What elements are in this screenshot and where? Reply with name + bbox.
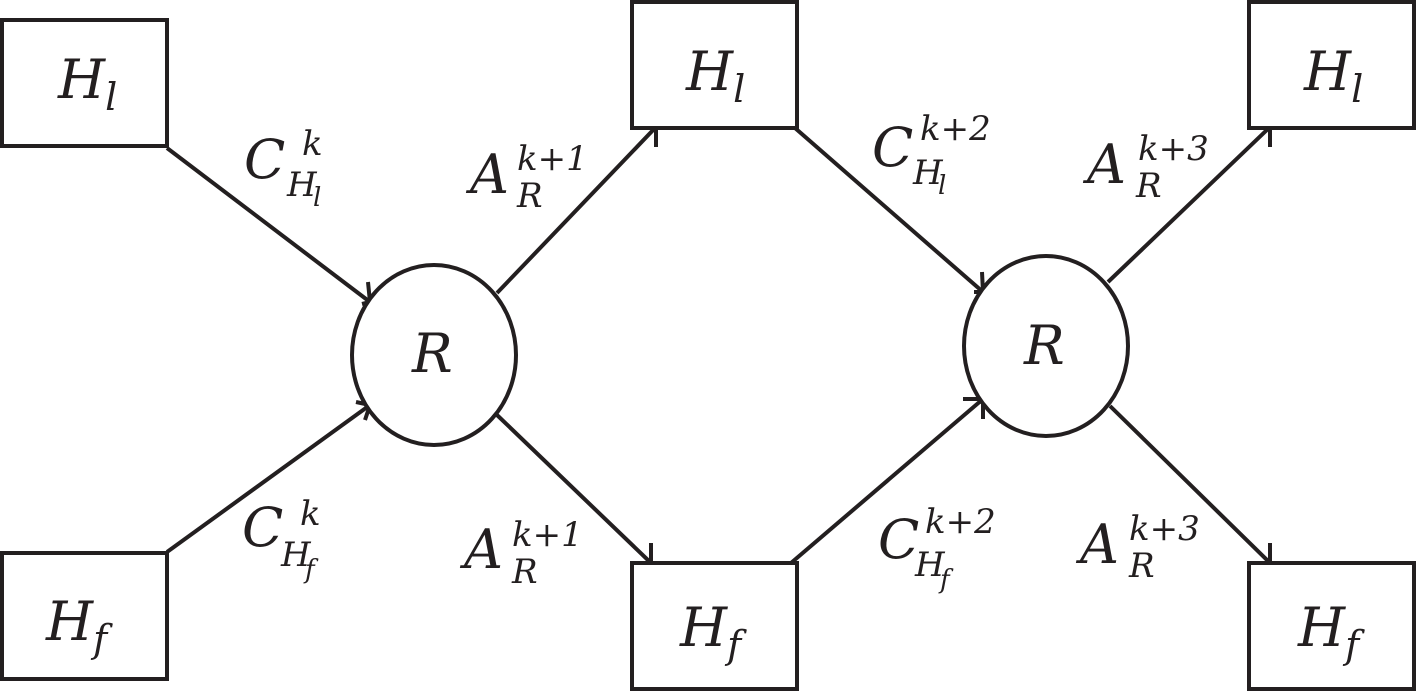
label-c-hf-k: C k H f bbox=[242, 494, 321, 585]
node-hl-2-main: H bbox=[685, 40, 734, 103]
label-c-hl-k: C k H l bbox=[244, 124, 323, 213]
label-a-r-k3-up: A k+3 R bbox=[1082, 129, 1209, 206]
label-c-hf-k-sub: H bbox=[280, 535, 312, 575]
label-a-r-k1-down-sub: R bbox=[511, 552, 538, 592]
label-a-r-k1-down: A k+1 R bbox=[459, 515, 583, 592]
label-c-hl-k2: C k+2 H l bbox=[872, 109, 991, 201]
label-a-r-k1-down-sup: k+1 bbox=[512, 515, 583, 555]
label-c-hf-k2-sub: H bbox=[914, 545, 946, 585]
edge-r2-to-hf3 bbox=[1108, 404, 1272, 565]
label-a-r-k3-up-sub: R bbox=[1135, 166, 1162, 206]
svg-text:Hf: Hf bbox=[45, 590, 113, 661]
node-r-1-main: R bbox=[411, 322, 453, 385]
edge-r1-to-hf2 bbox=[495, 413, 653, 565]
edge-r2-to-hl3 bbox=[1106, 125, 1272, 284]
label-a-r-k1-up-sub: R bbox=[516, 176, 543, 216]
label-c-hf-k-sup: k bbox=[300, 494, 321, 534]
label-c-hl-k2-sub: H bbox=[912, 153, 944, 193]
edge-hf1-to-r1 bbox=[165, 403, 372, 554]
svg-text:Hl: Hl bbox=[57, 48, 117, 119]
label-c-hl-k2-subsub: l bbox=[938, 171, 946, 201]
node-hf-1-main: H bbox=[45, 590, 94, 653]
node-hl-1-sub: l bbox=[105, 75, 117, 119]
label-a-r-k3-up-main: A bbox=[1082, 133, 1126, 196]
node-hl-3-sub: l bbox=[1351, 67, 1363, 111]
label-c-hf-k-subsub: f bbox=[303, 555, 319, 585]
node-hf-3: Hf bbox=[1247, 561, 1416, 691]
svg-text:R: R bbox=[411, 322, 453, 385]
svg-text:R: R bbox=[1023, 314, 1065, 377]
label-c-hl-k-main: C bbox=[244, 128, 285, 191]
svg-text:Hl: Hl bbox=[685, 40, 745, 111]
edge-hl2-to-r2 bbox=[793, 126, 985, 294]
label-a-r-k3-up-sup: k+3 bbox=[1138, 129, 1209, 169]
label-a-r-k3-down: A k+3 R bbox=[1075, 509, 1200, 586]
label-c-hl-k2-main: C bbox=[872, 116, 913, 179]
label-a-r-k1-up: A k+1 R bbox=[465, 139, 588, 216]
label-a-r-k3-down-main: A bbox=[1075, 513, 1119, 576]
node-hl-3-main: H bbox=[1303, 40, 1352, 103]
label-a-r-k3-down-sup: k+3 bbox=[1129, 509, 1200, 549]
node-hf-3-main: H bbox=[1297, 596, 1346, 659]
edge-hf2-to-r2 bbox=[789, 397, 985, 565]
label-a-r-k3-down-sub: R bbox=[1128, 546, 1155, 586]
node-r-2-main: R bbox=[1023, 314, 1065, 377]
node-hf-2: Hf bbox=[630, 561, 799, 691]
label-c-hf-k2: C k+2 H f bbox=[878, 502, 996, 595]
node-hf-1: Hf bbox=[0, 551, 169, 681]
node-r-2: R bbox=[962, 254, 1130, 438]
label-a-r-k1-up-main: A bbox=[465, 143, 509, 206]
node-hl-2-sub: l bbox=[733, 67, 745, 111]
node-hl-1: Hl bbox=[0, 18, 169, 148]
node-hl-2: Hl bbox=[630, 0, 799, 130]
node-hf-2-main: H bbox=[679, 596, 728, 659]
edge-hl1-to-r1 bbox=[165, 146, 372, 304]
label-a-r-k1-up-sup: k+1 bbox=[517, 139, 588, 179]
node-hl-3: Hl bbox=[1247, 0, 1416, 130]
svg-text:Hl: Hl bbox=[1303, 40, 1363, 111]
node-r-1: R bbox=[350, 263, 518, 447]
label-a-r-k1-down-main: A bbox=[459, 518, 503, 581]
label-c-hl-k-sup: k bbox=[302, 124, 323, 164]
label-c-hf-k2-main: C bbox=[878, 508, 919, 571]
edge-r1-to-hl2 bbox=[495, 125, 658, 295]
label-c-hl-k2-sup: k+2 bbox=[920, 109, 991, 149]
label-c-hf-k2-sup: k+2 bbox=[925, 502, 996, 542]
label-c-hf-k-main: C bbox=[242, 496, 283, 559]
node-hl-1-main: H bbox=[57, 48, 106, 111]
label-c-hl-k-sub: H bbox=[286, 165, 318, 205]
label-c-hl-k-subsub: l bbox=[313, 183, 321, 213]
label-c-hf-k2-subsub: f bbox=[938, 565, 954, 595]
